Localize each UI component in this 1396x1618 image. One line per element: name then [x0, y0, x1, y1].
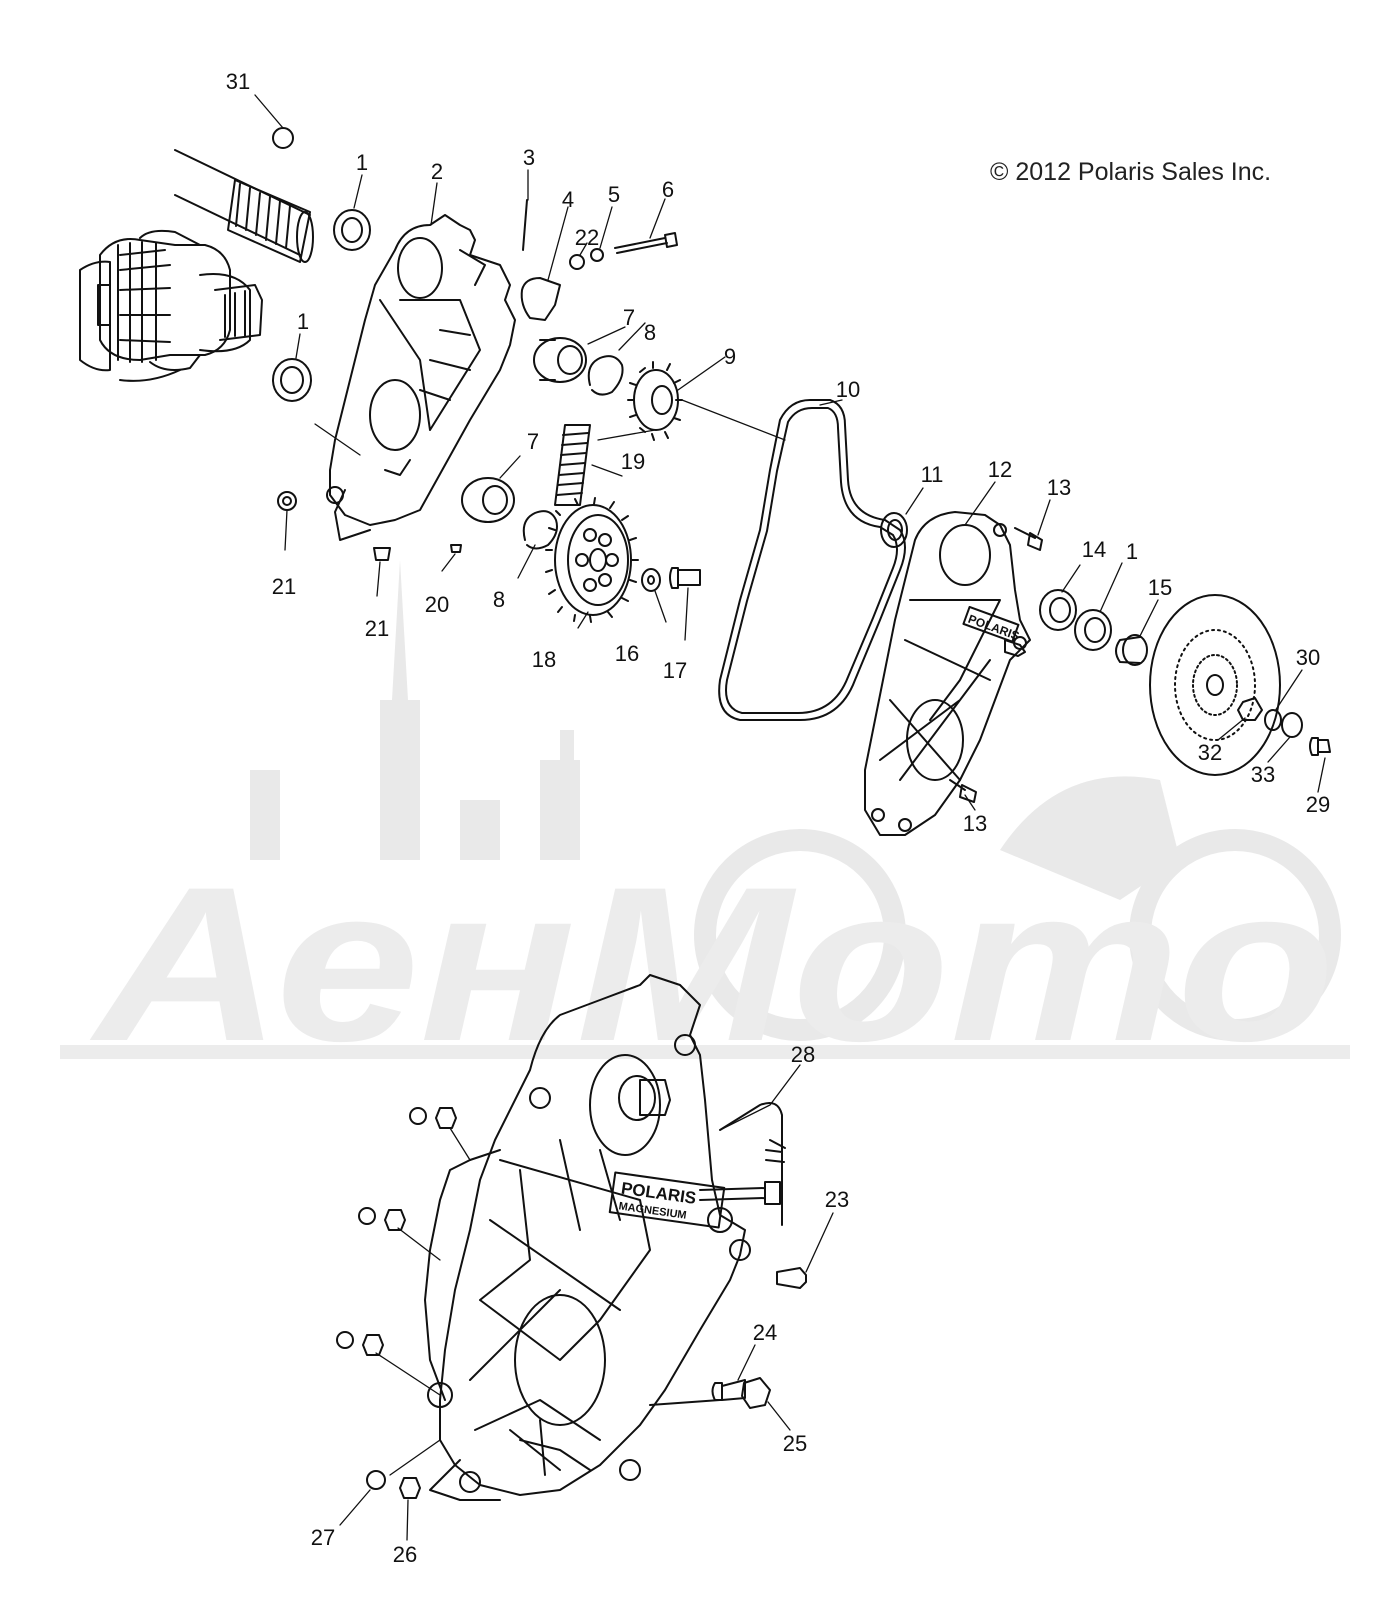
tensioner-4	[520, 277, 561, 321]
drive-shaft	[174, 149, 314, 263]
nut-5	[590, 248, 604, 262]
bolt-17	[669, 567, 701, 589]
snap-ring-8a	[587, 355, 624, 396]
callout-4: 4	[561, 187, 575, 212]
seal-1c	[1074, 609, 1112, 651]
callout-1a: 1	[355, 150, 369, 175]
washer-16	[641, 568, 661, 592]
callout-26: 26	[392, 1542, 418, 1567]
plug-21b	[373, 547, 391, 561]
callout-2: 2	[430, 159, 444, 184]
chain-19	[554, 424, 591, 506]
dowel-20	[450, 544, 462, 553]
copyright-notice: © 2012 Polaris Sales Inc.	[990, 158, 1272, 186]
callout-33: 33	[1250, 762, 1276, 787]
washer-left-1	[409, 1107, 427, 1125]
callout-31: 31	[225, 69, 251, 94]
washer-22	[569, 254, 585, 270]
nut-25	[741, 1377, 771, 1409]
callout-13b: 13	[962, 811, 988, 836]
seal-11	[880, 512, 908, 548]
callout-7a: 7	[622, 305, 636, 330]
assembled-cover: POLARIS MAGNESIUM	[424, 974, 807, 1501]
callout-16: 16	[614, 641, 640, 666]
callout-24: 24	[752, 1320, 778, 1345]
washer-left-3	[336, 1331, 354, 1349]
callout-21b: 21	[364, 616, 390, 641]
callout-18: 18	[531, 647, 557, 672]
sprocket-9	[627, 361, 683, 441]
callout-13a: 13	[1046, 475, 1072, 500]
callout-7b: 7	[526, 429, 540, 454]
callout-15: 15	[1147, 575, 1173, 600]
bolt-13c	[949, 779, 977, 803]
callout-21a: 21	[271, 574, 297, 599]
washer-left-2	[358, 1207, 376, 1225]
callout-29: 29	[1305, 792, 1331, 817]
motor-assembly	[79, 229, 263, 382]
bearing-7b	[461, 477, 515, 523]
seal-1a	[333, 209, 371, 251]
gear-18	[545, 497, 639, 623]
callout-27: 27	[310, 1525, 336, 1550]
washer-30	[1264, 709, 1282, 731]
bolt-13b	[1004, 639, 1026, 657]
callout-14: 14	[1081, 537, 1107, 562]
pin-3	[522, 199, 528, 251]
leader-lines-lower	[339, 1064, 834, 1541]
callout-17: 17	[662, 658, 688, 683]
callout-5: 5	[607, 182, 621, 207]
bolt-23	[776, 1267, 807, 1289]
callout-10: 10	[835, 377, 861, 402]
nut-left-3	[362, 1334, 384, 1356]
nut-26	[399, 1477, 421, 1499]
bolt-29	[1309, 737, 1331, 756]
bolt-24	[711, 1379, 746, 1401]
nut-32	[1237, 697, 1263, 721]
callout-6: 6	[661, 177, 675, 202]
callout-25: 25	[782, 1431, 808, 1456]
inner-case-2	[326, 214, 516, 541]
washer-33	[1281, 712, 1303, 738]
callout-3: 3	[522, 145, 536, 170]
outer-cover-12: POLARIS	[864, 511, 1031, 836]
callout-1b: 1	[296, 309, 310, 334]
nut-left-1	[435, 1107, 457, 1129]
driven-sheave	[1149, 594, 1281, 776]
callout-28: 28	[790, 1042, 816, 1067]
bearing-7a	[533, 337, 587, 383]
bolt-13a	[1014, 527, 1043, 551]
callout-30: 30	[1295, 645, 1321, 670]
nut-left-2	[384, 1209, 406, 1231]
snap-ring-8b	[522, 510, 558, 550]
callout-8a: 8	[643, 320, 657, 345]
bearing-14	[1039, 589, 1077, 631]
callout-11: 11	[920, 462, 944, 487]
plug-21a	[277, 491, 297, 511]
callout-8b: 8	[492, 587, 506, 612]
callout-1c: 1	[1125, 539, 1139, 564]
gasket-10	[718, 399, 906, 721]
washer-27	[366, 1470, 386, 1490]
callout-20: 20	[424, 592, 450, 617]
sleeve-15	[1122, 634, 1148, 666]
callout-23: 23	[824, 1187, 850, 1212]
callout-12: 12	[987, 457, 1013, 482]
callout-22: 22	[574, 225, 600, 250]
leader-lines	[254, 94, 1326, 811]
callout-32: 32	[1197, 740, 1223, 765]
callout-19: 19	[620, 449, 646, 474]
o-ring-31	[272, 127, 294, 149]
bolt-6	[614, 232, 678, 254]
seal-1b	[272, 358, 312, 402]
callout-9: 9	[723, 344, 737, 369]
